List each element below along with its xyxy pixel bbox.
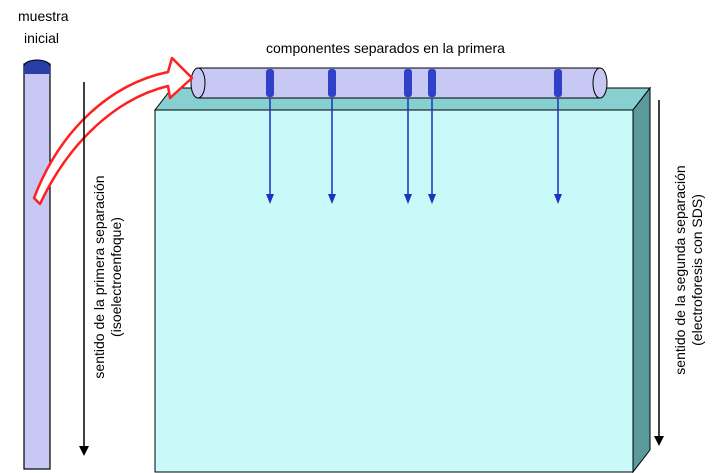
band-migration-arrowhead	[404, 194, 412, 204]
strip-tube-left-end	[190, 67, 206, 99]
sample-tube-cap-band	[24, 66, 50, 74]
band-migration-arrows	[266, 98, 562, 204]
transfer-arrow	[32, 56, 194, 206]
separated-band	[266, 69, 274, 97]
first-direction-label: sentido de la primera separación (isoele…	[91, 157, 127, 397]
separated-bands	[266, 69, 562, 97]
band-migration-arrowhead	[328, 194, 336, 204]
first-direction-label-line-1: sentido de la primera separación	[91, 175, 107, 379]
second-direction-label-line-2: (electroforesis con SDS)	[689, 194, 705, 346]
separated-components-label: componentes separados en la primera	[266, 40, 505, 56]
gel-slab	[153, 86, 652, 473]
band-migration-arrowhead	[266, 194, 274, 204]
gel-front-face	[154, 109, 634, 473]
separated-band	[428, 69, 436, 97]
second-direction-arrow	[654, 100, 664, 446]
band-migration-arrowhead	[428, 194, 436, 204]
sample-tube-body	[23, 63, 51, 470]
transfer-arrow-shape	[32, 56, 194, 206]
gel-side-face	[632, 86, 651, 473]
strip-tube-right-end	[592, 67, 608, 99]
initial-sample-tube	[23, 59, 51, 470]
band-migration-arrowhead	[554, 194, 562, 204]
first-dimension-tube	[190, 67, 608, 204]
separated-band	[404, 69, 412, 97]
separated-band	[554, 69, 562, 97]
sample-label-line-1: muestra	[18, 8, 69, 24]
first-direction-arrow	[79, 82, 89, 456]
first-direction-label-line-2: (isoelectroenfoque)	[108, 217, 124, 337]
second-direction-label: sentido de la segunda separación (electr…	[672, 150, 708, 390]
separated-band	[328, 69, 336, 97]
second-direction-label-line-1: sentido de la segunda separación	[672, 165, 688, 375]
strip-tube-body	[197, 67, 601, 99]
sample-label-line-2: inicial	[24, 30, 60, 46]
